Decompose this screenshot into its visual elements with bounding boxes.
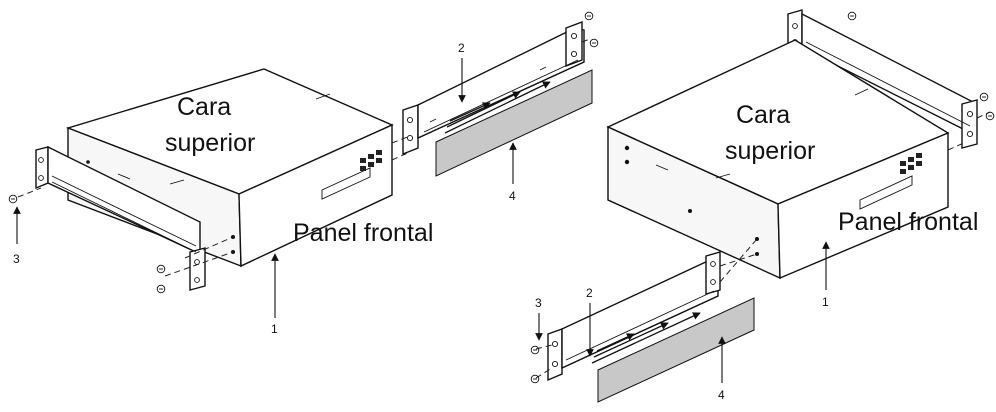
- right-assembly: Cara superior Panel frontal 1 2 3 4: [530, 9, 995, 403]
- left-rubber-pad: [435, 69, 593, 177]
- right-device-box: [606, 39, 950, 280]
- right-callout-4: 4: [718, 388, 725, 402]
- left-label-cara: Cara: [177, 93, 231, 121]
- left-far-bracket: [402, 20, 585, 156]
- left-screws: [8, 11, 599, 294]
- right-callout-1: 1: [822, 295, 829, 309]
- right-label-panel-frontal: Panel frontal: [838, 208, 978, 236]
- right-label-cara: Cara: [736, 101, 790, 129]
- left-near-bracket: [35, 145, 206, 291]
- left-callout-4: 4: [509, 189, 516, 203]
- right-rubber-pad: [597, 297, 755, 403]
- left-label-panel-frontal: Panel frontal: [293, 219, 433, 247]
- left-assembly: Cara superior Panel frontal 1 2 3 4: [8, 11, 599, 336]
- left-pad-arrows: [444, 81, 551, 134]
- right-label-superior: superior: [725, 137, 815, 165]
- right-screws: [530, 11, 995, 384]
- left-label-superior: superior: [165, 129, 255, 157]
- right-near-bracket: [547, 251, 721, 382]
- left-callout-2: 2: [458, 41, 465, 55]
- left-callout-3: 3: [13, 252, 20, 266]
- right-front-buttons: [900, 153, 922, 174]
- right-callout-3: 3: [535, 296, 542, 310]
- left-front-buttons: [360, 150, 382, 171]
- right-callout-2: 2: [586, 286, 593, 300]
- right-pad-arrows: [591, 312, 701, 364]
- left-callout-1: 1: [271, 322, 278, 336]
